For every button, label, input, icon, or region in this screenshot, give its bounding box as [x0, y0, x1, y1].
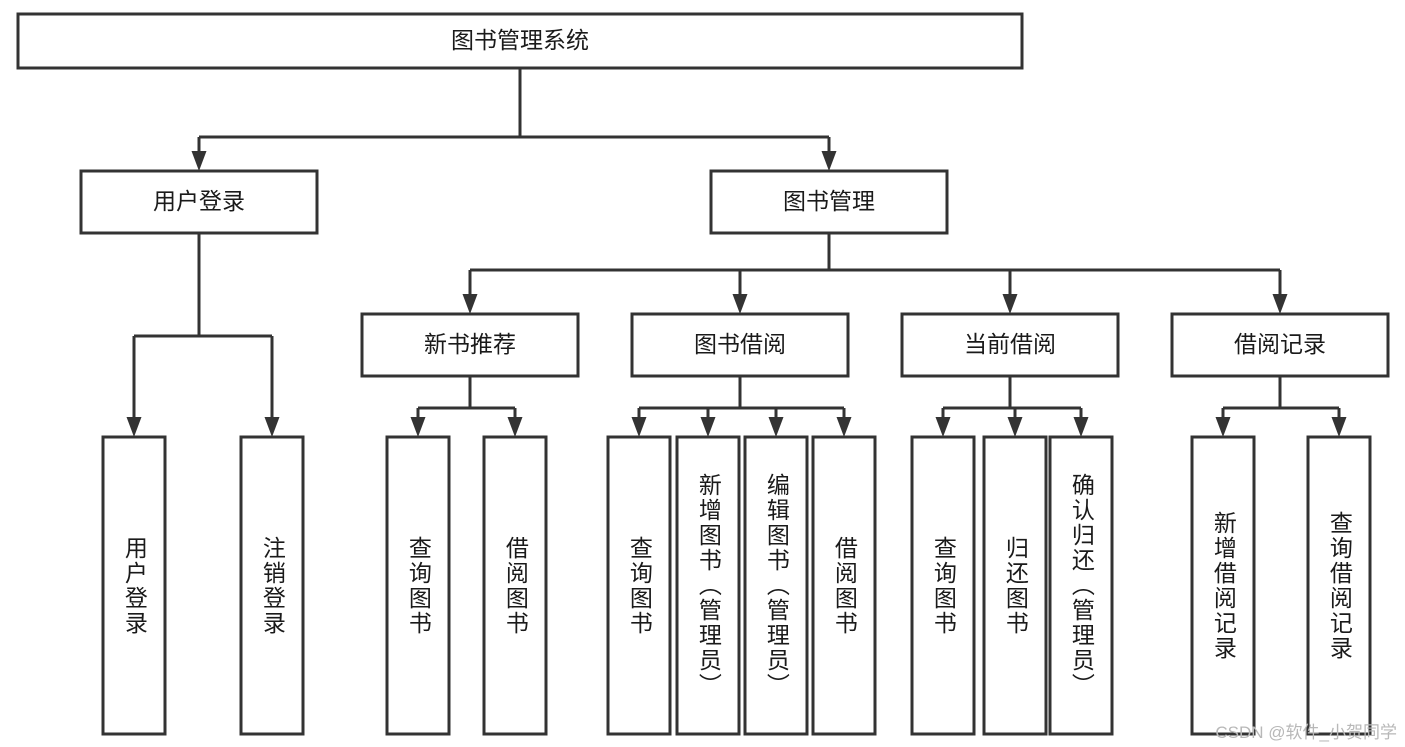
node-book-borrow[interactable]	[630, 312, 850, 378]
node-leaf-edit-book[interactable]	[743, 435, 809, 736]
node-leaf-query-borrow-record[interactable]	[1306, 435, 1372, 736]
node-label-borrow-record: 借阅记录	[1234, 331, 1326, 357]
node-box-leaf-query-borrow-record	[1306, 435, 1372, 736]
arrowhead-root-drop-book-management	[821, 151, 837, 171]
node-box-root	[16, 12, 1024, 70]
watermark: CSDN @软件_小贺同学	[1215, 723, 1397, 742]
node-box-book-borrow	[630, 312, 850, 378]
node-box-leaf-add-borrow-record	[1190, 435, 1256, 736]
node-root[interactable]	[16, 12, 1024, 70]
arrowhead-br-drop-2	[1331, 417, 1347, 437]
node-box-borrow-record	[1170, 312, 1390, 378]
node-box-current-borrow	[900, 312, 1120, 378]
node-box-book-management	[709, 169, 949, 235]
arrowhead-br-drop-1	[1215, 417, 1231, 437]
node-leaf-user-login[interactable]	[101, 435, 167, 736]
node-label-book-management: 图书管理	[783, 188, 875, 214]
arrowhead-bm-drop-3	[1002, 294, 1018, 314]
node-leaf-query-book-3[interactable]	[910, 435, 976, 736]
arrowhead-bm-drop-4	[1272, 294, 1288, 314]
node-box-user-login	[79, 169, 319, 235]
arrowhead-bb-drop-4	[836, 417, 852, 437]
arrowhead-bb-drop-1	[631, 417, 647, 437]
node-leaf-borrow-book-1[interactable]	[482, 435, 548, 736]
node-leaf-logout-login[interactable]	[239, 435, 305, 736]
node-user-login[interactable]	[79, 169, 319, 235]
node-leaf-borrow-book-2[interactable]	[811, 435, 877, 736]
node-current-borrow[interactable]	[900, 312, 1120, 378]
node-borrow-record[interactable]	[1170, 312, 1390, 378]
node-box-leaf-borrow-book-2	[811, 435, 877, 736]
node-label-root: 图书管理系统	[451, 27, 589, 53]
node-box-leaf-edit-book	[743, 435, 809, 736]
node-box-leaf-return-book	[982, 435, 1048, 736]
arrowhead-root-drop-user-login	[191, 151, 207, 171]
connector-layer	[126, 68, 1347, 437]
arrowhead-cb-drop-3	[1073, 417, 1089, 437]
node-leaf-query-book-2[interactable]	[606, 435, 672, 736]
node-leaf-add-book[interactable]	[675, 435, 741, 736]
node-leaf-return-book[interactable]	[982, 435, 1048, 736]
node-label-new-book-recommend: 新书推荐	[424, 331, 516, 357]
node-box-leaf-user-login	[101, 435, 167, 736]
node-leaf-add-borrow-record[interactable]	[1190, 435, 1256, 736]
arrowhead-cb-drop-2	[1007, 417, 1023, 437]
node-label-book-borrow: 图书借阅	[694, 331, 786, 357]
node-leaf-query-book-1[interactable]	[385, 435, 451, 736]
node-label-current-borrow: 当前借阅	[964, 331, 1056, 357]
arrowhead-bm-drop-2	[732, 294, 748, 314]
node-box-leaf-logout-login	[239, 435, 305, 736]
arrowhead-bb-drop-3	[768, 417, 784, 437]
node-box-leaf-add-book	[675, 435, 741, 736]
node-box-leaf-query-book-1	[385, 435, 451, 736]
arrowhead-nbr-drop-1	[410, 417, 426, 437]
arrowhead-user-login-drop-1	[126, 417, 142, 437]
node-box-leaf-query-book-3	[910, 435, 976, 736]
node-box-leaf-query-book-2	[606, 435, 672, 736]
node-new-book-recommend[interactable]	[360, 312, 580, 378]
arrowhead-user-login-drop-2	[264, 417, 280, 437]
node-box-leaf-borrow-book-1	[482, 435, 548, 736]
node-leaf-confirm-return[interactable]	[1048, 435, 1114, 736]
node-book-management[interactable]	[709, 169, 949, 235]
node-box-new-book-recommend	[360, 312, 580, 378]
arrowhead-bb-drop-2	[700, 417, 716, 437]
arrowhead-bm-drop-1	[462, 294, 478, 314]
arrowhead-nbr-drop-2	[507, 417, 523, 437]
node-label-user-login: 用户登录	[153, 188, 245, 214]
arrowhead-cb-drop-1	[935, 417, 951, 437]
node-box-leaf-confirm-return	[1048, 435, 1114, 736]
